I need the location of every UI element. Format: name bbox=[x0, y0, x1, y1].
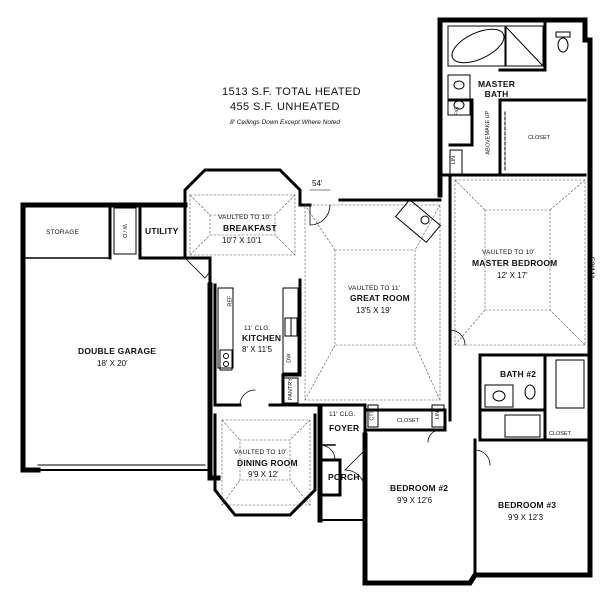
linen-label-master: LIN bbox=[451, 155, 458, 165]
closet-bedroom3-label: CLOSET bbox=[549, 431, 572, 437]
tub bbox=[451, 28, 505, 64]
porch-label: PORCH bbox=[328, 472, 360, 482]
great-room-label: GREAT ROOM bbox=[350, 293, 410, 303]
toilet bbox=[557, 37, 569, 53]
breakfast-vault-note: VAULTED TO 10' bbox=[218, 214, 271, 221]
bedroom3-label: BEDROOM #3 bbox=[498, 500, 557, 510]
dining-room-label: DINING ROOM bbox=[237, 458, 298, 468]
total-heated-text: 1513 S.F. TOTAL HEATED bbox=[222, 86, 362, 98]
pantry-label: PANTRY bbox=[287, 378, 294, 401]
make-up-label: MAKE UP bbox=[485, 110, 492, 136]
fireplace bbox=[394, 199, 442, 243]
great-room-vault-note: VAULTED TO 11' bbox=[348, 285, 401, 292]
master-bedroom-vault-note: VAULTED TO 10' bbox=[482, 249, 535, 256]
kitchen-dim: 8' X 11'5 bbox=[242, 345, 273, 354]
storage-label: STORAGE bbox=[46, 229, 80, 236]
ceiling-note: 8' Ceilings Down Except Where Noted bbox=[230, 119, 340, 126]
fg-label: F/G bbox=[454, 106, 461, 116]
dishwasher-label: DW bbox=[286, 353, 293, 363]
bedroom3-dim: 9'9 X 12'3 bbox=[508, 513, 544, 522]
dining-vault-note: VAULTED TO 10' bbox=[234, 449, 287, 456]
master-closet-label: CLOSET bbox=[528, 135, 551, 141]
garage-dim: 18' X 20' bbox=[97, 359, 128, 368]
above-label: ABOVE bbox=[485, 135, 492, 155]
foyer-label: FOYER bbox=[329, 423, 360, 433]
bedroom2-dim: 9'9 X 12'6 bbox=[397, 496, 433, 505]
dining-room-dim: 9'9 X 12' bbox=[248, 470, 279, 479]
overall-depth-label: 53'11" bbox=[586, 256, 596, 279]
kitchen-label: KITCHEN bbox=[242, 333, 282, 343]
breakfast-dim: 10'7 X 10'1 bbox=[222, 236, 262, 245]
overall-width-label: 54' bbox=[312, 179, 323, 188]
master-bedroom-label: MASTER BEDROOM bbox=[472, 258, 558, 268]
washer-dryer-label: W / D bbox=[121, 224, 128, 239]
kitchen-ceiling-note: 11' CLG. bbox=[244, 325, 271, 332]
bedroom2-label: BEDROOM #2 bbox=[390, 483, 449, 493]
master-bedroom-dim: 12' X 17' bbox=[497, 271, 528, 280]
cts-label: CTS bbox=[369, 409, 376, 421]
door-swings bbox=[184, 204, 491, 491]
great-room-dim: 13'5 X 19' bbox=[356, 306, 392, 315]
exterior-walls bbox=[20, 17, 593, 586]
fixtures bbox=[113, 25, 585, 438]
breakfast-label: BREAKFAST bbox=[223, 223, 277, 233]
refrigerator-label: REF bbox=[227, 295, 234, 307]
bath2-label: BATH #2 bbox=[500, 369, 537, 379]
master-bath-label: MASTER BATH bbox=[478, 79, 516, 99]
toilet bbox=[524, 384, 536, 400]
vault-lines bbox=[189, 179, 586, 506]
closet-bedroom2-label: CLOSET bbox=[397, 418, 420, 424]
foyer-ceiling-note: 11' CLG. bbox=[329, 411, 356, 418]
unheated-text: 455 S.F. UNHEATED bbox=[230, 101, 340, 113]
garage-label: DOUBLE GARAGE bbox=[78, 346, 157, 356]
linen-label-hall: LIN bbox=[435, 410, 442, 420]
utility-label: UTILITY bbox=[145, 226, 179, 236]
